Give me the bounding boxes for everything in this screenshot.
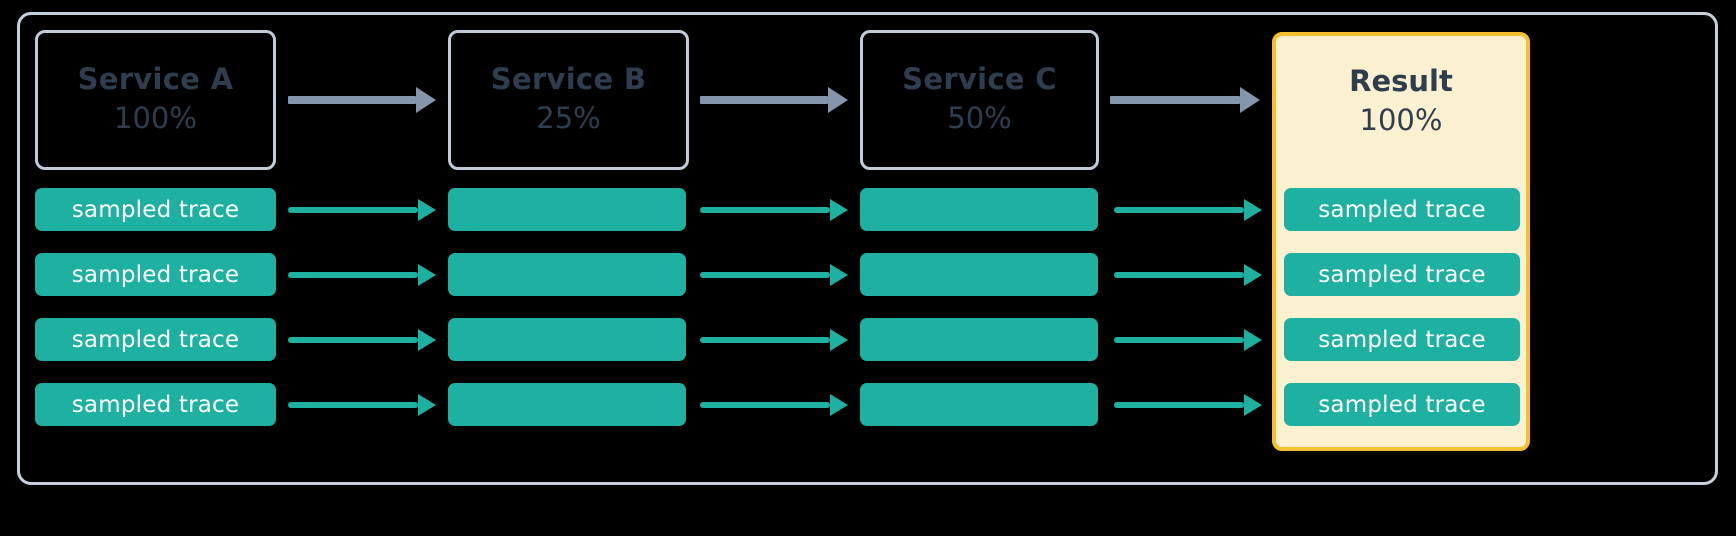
service-b-title: Service B [490,62,647,97]
arrow-head-icon [1240,87,1260,113]
arrow-shaft [1114,272,1244,278]
trace-bar-label: sampled trace [1318,326,1486,353]
arrow-head-icon [830,199,848,221]
arrow-shaft [700,272,830,278]
arrow-head-icon [828,87,848,113]
arrow-head-icon [418,394,436,416]
arrow-shaft [700,207,830,213]
arrow-shaft [700,337,830,343]
trace-bar-service-a-row-1[interactable]: sampled trace [35,188,276,231]
trace-bar-service-c-row-2[interactable] [860,253,1098,296]
arrow-shaft [1114,337,1244,343]
trace-arrow-row-1-a-to-b [288,199,436,221]
trace-arrow-row-4-b-to-c [700,394,848,416]
arrow-head-icon [418,264,436,286]
trace-bar-service-c-row-1[interactable] [860,188,1098,231]
trace-arrow-row-3-a-to-b [288,329,436,351]
arrow-head-icon [416,87,436,113]
arrow-head-icon [1244,394,1262,416]
arrow-head-icon [1244,329,1262,351]
trace-bar-label: sampled trace [1318,196,1486,223]
service-box-service-b[interactable]: Service B 25% [448,30,689,170]
arrow-head-icon [1244,264,1262,286]
arrow-shaft [288,207,418,213]
arrow-head-icon [830,329,848,351]
service-box-service-a[interactable]: Service A 100% [35,30,276,170]
trace-bar-service-a-row-4[interactable]: sampled trace [35,383,276,426]
trace-arrow-row-4-c-to-result [1114,394,1262,416]
arrow-shaft [700,96,828,104]
arrow-head-icon [1244,199,1262,221]
service-box-service-c[interactable]: Service C 50% [860,30,1099,170]
arrow-shaft [288,337,418,343]
arrow-shaft [288,402,418,408]
diagram-outer-frame [17,12,1718,485]
trace-bar-result-row-2[interactable]: sampled trace [1284,253,1520,296]
trace-bar-service-c-row-3[interactable] [860,318,1098,361]
trace-arrow-row-4-a-to-b [288,394,436,416]
trace-bar-label: sampled trace [71,391,240,418]
trace-bar-result-row-4[interactable]: sampled trace [1284,383,1520,426]
service-a-percent: 100% [114,100,197,135]
trace-bar-service-c-row-4[interactable] [860,383,1098,426]
trace-bar-service-b-row-4[interactable] [448,383,686,426]
service-b-percent: 25% [536,100,601,135]
service-a-title: Service A [77,62,234,97]
arrow-shaft [700,402,830,408]
trace-bar-result-row-1[interactable]: sampled trace [1284,188,1520,231]
trace-bar-label: sampled trace [71,196,240,223]
arrow-shaft [288,272,418,278]
trace-arrow-row-3-b-to-c [700,329,848,351]
trace-arrow-row-2-b-to-c [700,264,848,286]
trace-arrow-row-2-a-to-b [288,264,436,286]
arrow-shaft [1114,207,1244,213]
trace-bar-label: sampled trace [1318,261,1486,288]
arrow-head-icon [830,264,848,286]
trace-bar-label: sampled trace [71,261,240,288]
trace-bar-service-b-row-3[interactable] [448,318,686,361]
trace-bar-service-b-row-2[interactable] [448,253,686,296]
arrow-shaft [1110,96,1240,104]
trace-bar-service-b-row-1[interactable] [448,188,686,231]
trace-arrow-row-1-b-to-c [700,199,848,221]
arrow-head-icon [418,199,436,221]
result-highlight-panel [1272,32,1530,451]
arrow-shaft [1114,402,1244,408]
arrow-head-icon [418,329,436,351]
arrow-head-icon [830,394,848,416]
trace-arrow-row-3-c-to-result [1114,329,1262,351]
trace-bar-service-a-row-2[interactable]: sampled trace [35,253,276,296]
trace-bar-result-row-3[interactable]: sampled trace [1284,318,1520,361]
trace-bar-label: sampled trace [1318,391,1486,418]
trace-bar-label: sampled trace [71,326,240,353]
flow-arrow-a-to-b [288,87,436,113]
trace-arrow-row-1-c-to-result [1114,199,1262,221]
arrow-shaft [288,96,416,104]
trace-arrow-row-2-c-to-result [1114,264,1262,286]
service-c-percent: 50% [947,100,1012,135]
service-c-title: Service C [902,62,1057,97]
trace-bar-service-a-row-3[interactable]: sampled trace [35,318,276,361]
flow-arrow-b-to-c [700,87,848,113]
flow-arrow-c-to-result [1110,87,1260,113]
